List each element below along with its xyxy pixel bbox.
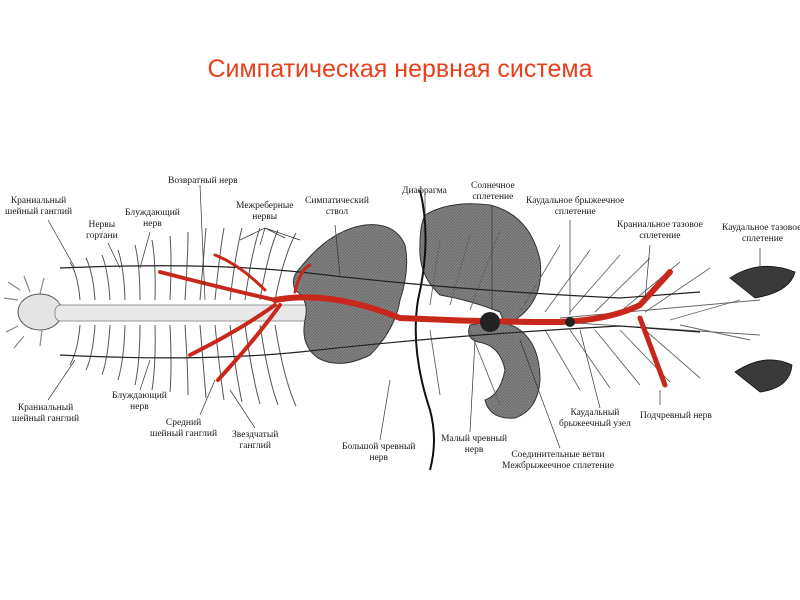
sympathetic-trunk xyxy=(59,265,701,359)
label-diaphragm: Диафрагма xyxy=(402,186,447,196)
ribs-lower xyxy=(69,324,297,407)
solar-plexus-ganglion xyxy=(480,312,500,332)
abdominal-organs xyxy=(419,203,542,419)
leader-lines xyxy=(47,184,761,449)
label-recurrent-nerve: Возвратный нерв xyxy=(168,176,238,186)
caudal-pelvic-plexus xyxy=(729,265,796,393)
caudal-mesenteric-ganglion xyxy=(565,317,575,327)
label-pudendal-nerve: Подчревный нерв xyxy=(640,411,712,421)
arteries xyxy=(158,253,673,388)
caudal-nerves xyxy=(429,229,761,406)
diaphragm-line xyxy=(414,189,435,471)
spinal-cord xyxy=(3,275,316,349)
page-title: Симпатическая нервная система xyxy=(207,55,593,83)
